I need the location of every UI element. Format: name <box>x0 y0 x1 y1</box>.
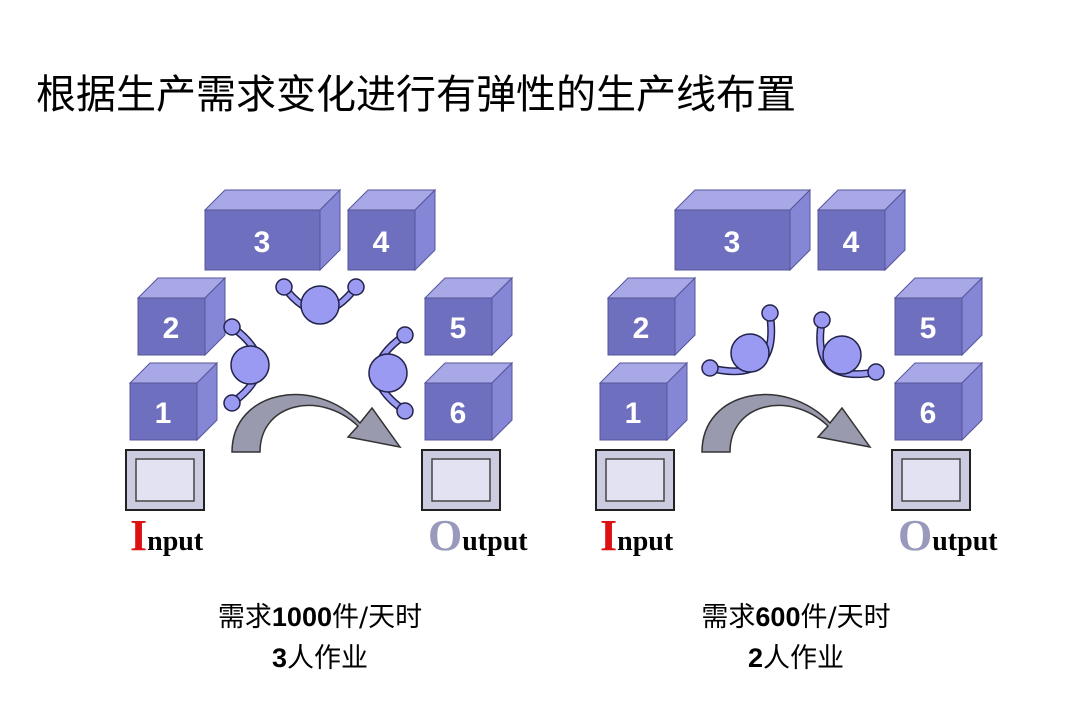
output-tray <box>891 449 971 511</box>
station-label: 2 <box>163 312 180 345</box>
demand-line: 需求600件/天时 <box>701 602 891 633</box>
input-label: Input <box>600 511 674 560</box>
input-label: Input <box>130 511 204 560</box>
station-4: 4 <box>816 188 907 272</box>
station-3: 3 <box>203 188 342 272</box>
layout-diagram-2-workers: 3 4 2 1 5 6 <box>580 175 1030 575</box>
station-label: 3 <box>724 226 741 259</box>
station-label: 5 <box>450 312 467 345</box>
flow-arrow <box>231 393 402 453</box>
station-label: 1 <box>155 397 172 430</box>
station-4: 4 <box>346 188 437 272</box>
station-label: 5 <box>920 312 937 345</box>
page-title: 根据生产需求变化进行有弹性的生产线布置 <box>36 72 796 118</box>
worker-right <box>368 326 414 420</box>
station-3: 3 <box>673 188 812 272</box>
demand-line: 需求1000件/天时 <box>217 602 423 633</box>
station-5: 5 <box>423 276 514 357</box>
input-tray <box>125 449 205 511</box>
layout-illustration: 3 4 2 1 5 6 <box>595 188 984 511</box>
station-1: 1 <box>128 361 219 442</box>
worker-right <box>813 311 885 381</box>
flow-arrow <box>701 393 872 453</box>
station-label: 6 <box>450 397 467 430</box>
station-2: 2 <box>136 276 227 357</box>
station-2: 2 <box>606 276 697 357</box>
output-label: Output <box>898 511 998 560</box>
worker-left <box>701 304 779 377</box>
layout-diagram-3-workers: 3 4 2 1 5 <box>110 175 560 575</box>
input-tray <box>595 449 675 511</box>
output-tray <box>421 449 501 511</box>
station-5: 5 <box>893 276 984 357</box>
worker-top <box>275 278 365 325</box>
staff-line: 2人作业 <box>747 643 845 674</box>
caption-2-workers: 需求600件/天时 2人作业 <box>636 597 956 679</box>
station-6: 6 <box>893 361 984 442</box>
output-label: Output <box>428 511 528 560</box>
station-label: 6 <box>920 397 937 430</box>
station-6: 6 <box>423 361 514 442</box>
station-label: 3 <box>254 226 271 259</box>
station-label: 4 <box>843 226 860 259</box>
station-1: 1 <box>598 361 689 442</box>
staff-line: 3人作业 <box>271 643 369 674</box>
layout-illustration: 3 4 2 1 5 <box>125 188 514 511</box>
caption-3-workers: 需求1000件/天时 3人作业 <box>160 597 480 679</box>
station-label: 2 <box>633 312 650 345</box>
station-label: 1 <box>625 397 642 430</box>
station-label: 4 <box>373 226 390 259</box>
worker-left <box>223 318 270 412</box>
